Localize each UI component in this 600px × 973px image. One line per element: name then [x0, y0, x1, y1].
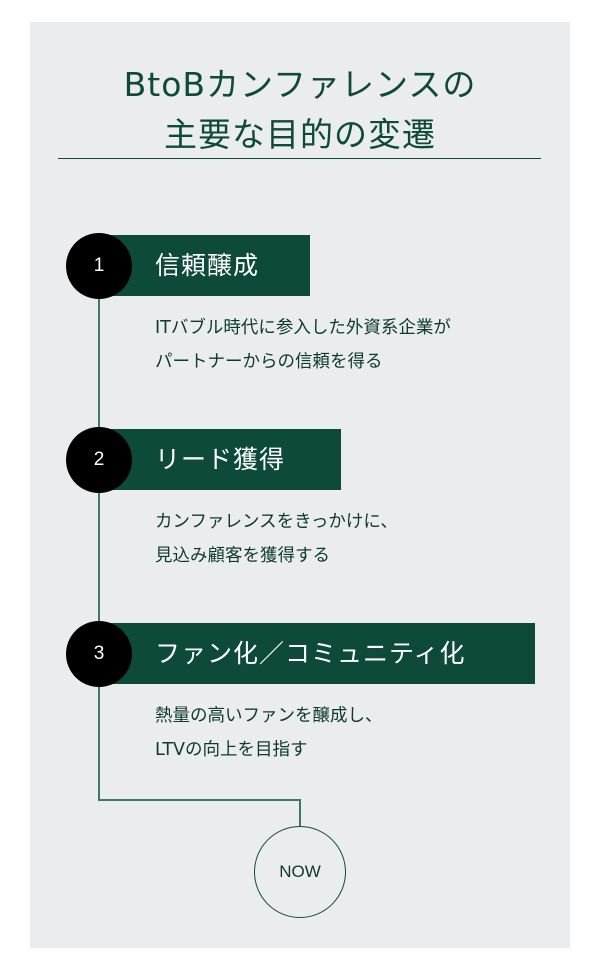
step-3-desc-line-1: 熱量の高いファンを醸成し、 [155, 706, 383, 726]
timeline-line [98, 266, 100, 800]
timeline-connector-down [299, 799, 301, 827]
step-3-description: 熱量の高いファンを醸成し、 LTVの向上を目指す [155, 699, 383, 767]
step-3-heading: ファン化／コミュニティ化 [99, 623, 535, 684]
step-1-desc-line-1: ITバブル時代に参入した外資系企業が [155, 318, 451, 338]
title-line-1: BtoBカンファレンスの [123, 65, 477, 104]
step-2-number-badge: 2 [66, 427, 132, 493]
step-1-description: ITバブル時代に参入した外資系企業が パートナーからの信頼を得る [155, 311, 451, 379]
title-line-2: 主要な目的の変遷 [164, 115, 436, 154]
step-2-desc-line-1: カンファレンスをきっかけに、 [155, 512, 398, 532]
step-2-heading: リード獲得 [99, 429, 341, 490]
step-3-desc-line-2: LTVの向上を目指す [155, 740, 308, 760]
now-circle: NOW [254, 826, 346, 918]
title-divider [58, 158, 541, 159]
page-title: BtoBカンファレンスの 主要な目的の変遷 [30, 60, 570, 160]
step-2-description: カンファレンスをきっかけに、 見込み顧客を獲得する [155, 505, 398, 573]
step-1-heading: 信頼醸成 [99, 235, 310, 296]
step-1-desc-line-2: パートナーからの信頼を得る [155, 352, 383, 372]
timeline-connector [98, 799, 301, 801]
step-2-desc-line-2: 見込み顧客を獲得する [155, 546, 330, 566]
step-1-number-badge: 1 [66, 233, 132, 299]
step-3-number-badge: 3 [66, 621, 132, 687]
